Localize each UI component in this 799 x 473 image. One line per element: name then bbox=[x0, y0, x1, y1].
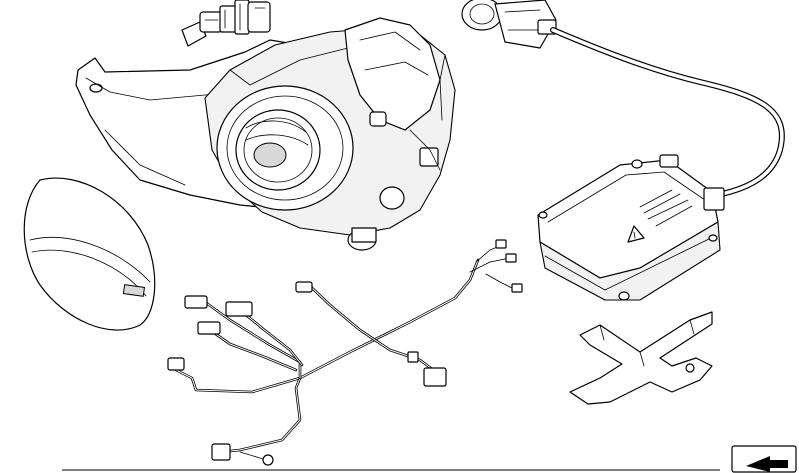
xenon-bulb-igniter[interactable] bbox=[461, 0, 557, 49]
adjuster-screws[interactable] bbox=[181, 0, 271, 47]
arrow-right-icon[interactable] bbox=[731, 445, 797, 473]
ballast-control-unit[interactable] bbox=[537, 154, 725, 301]
headlight-assembly[interactable] bbox=[75, 0, 456, 251]
mounting-bracket[interactable] bbox=[569, 311, 713, 405]
igniter-cable bbox=[550, 27, 785, 199]
cover-lens[interactable] bbox=[23, 177, 156, 331]
wiring-harness[interactable] bbox=[167, 239, 523, 466]
warning-triangle-icon bbox=[627, 225, 645, 243]
